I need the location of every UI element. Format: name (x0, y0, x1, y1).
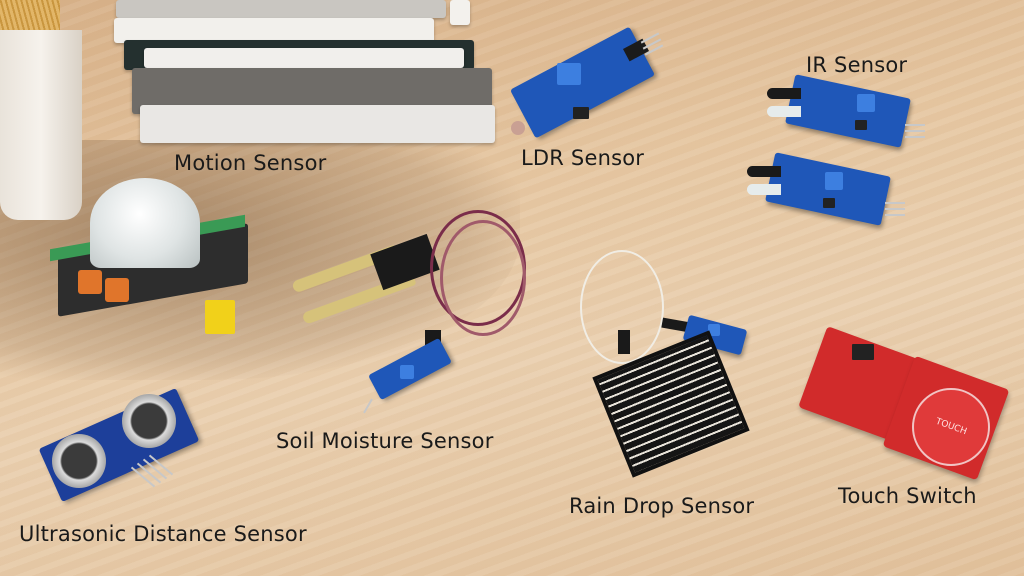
label-soil-moisture-sensor: Soil Moisture Sensor (276, 429, 494, 453)
ultrasonic-distance-sensor (38, 380, 208, 502)
touch-pad-text: TOUCH (934, 416, 968, 438)
book-stack (110, 0, 495, 150)
label-rain-drop-sensor: Rain Drop Sensor (569, 494, 755, 518)
motion-sensor (50, 170, 250, 340)
label-ldr-sensor: LDR Sensor (521, 146, 645, 170)
touch-pad: TOUCH (912, 388, 990, 466)
potentiometer (557, 63, 581, 85)
label-motion-sensor: Motion Sensor (174, 151, 327, 175)
touch-switch: TOUCH (798, 322, 1010, 481)
marble-vase (0, 30, 82, 220)
label-touch-switch: Touch Switch (838, 484, 977, 508)
soil-moisture-sensor (280, 205, 530, 430)
ir-sensor-2 (745, 152, 910, 235)
rain-drop-sensor (570, 250, 770, 490)
label-ultrasonic-distance-sensor: Ultrasonic Distance Sensor (19, 522, 307, 546)
label-ir-sensor: IR Sensor (806, 53, 908, 77)
ir-sensor-1 (765, 74, 930, 157)
ldr-sensor (505, 25, 665, 139)
